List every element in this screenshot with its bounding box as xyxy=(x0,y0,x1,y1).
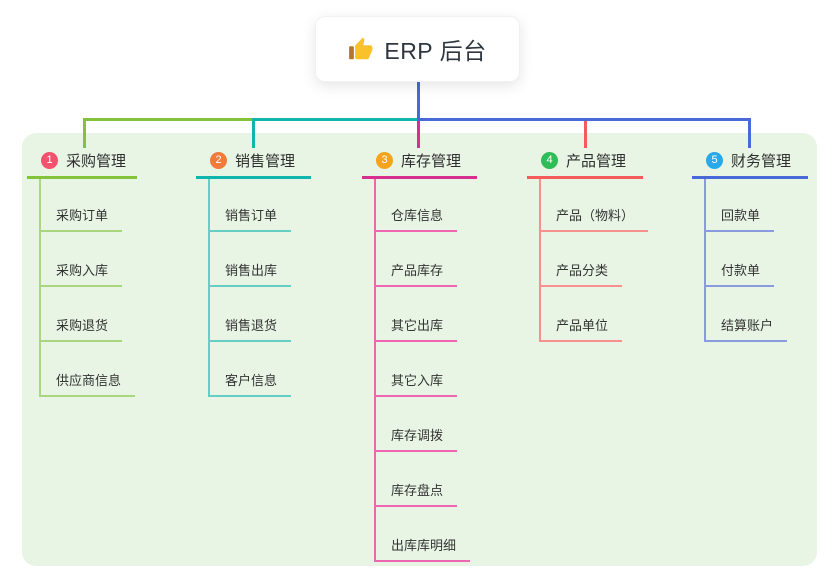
branch-product: 4 产品管理 产品（物料） 产品分类 产品单位 xyxy=(527,144,649,342)
branch-number-badge: 2 xyxy=(210,151,227,169)
branch-children: 回款单 付款单 结算账户 xyxy=(704,179,808,342)
branch-heading-product[interactable]: 4 产品管理 xyxy=(527,144,643,179)
child-node[interactable]: 销售退货 xyxy=(210,287,292,342)
branch-label: 采购管理 xyxy=(66,152,127,170)
branch-children: 销售订单 销售出库 销售退货 客户信息 xyxy=(208,179,311,397)
branch-label: 财务管理 xyxy=(731,152,792,170)
connector-root-line xyxy=(417,82,420,119)
child-node[interactable]: 销售出库 xyxy=(210,232,292,287)
connector-drop-sales xyxy=(252,119,255,148)
child-node[interactable]: 出库库明细 xyxy=(376,507,471,562)
branch-number-badge: 5 xyxy=(706,151,723,169)
child-node[interactable]: 采购退货 xyxy=(41,287,123,342)
connector-rail-right-blue xyxy=(417,118,751,121)
branch-finance: 5 财务管理 回款单 付款单 结算账户 xyxy=(692,144,808,342)
child-node[interactable]: 供应商信息 xyxy=(41,342,136,397)
branch-heading-inventory[interactable]: 3 库存管理 xyxy=(362,144,477,179)
child-node[interactable]: 采购入库 xyxy=(41,232,123,287)
branch-inventory: 3 库存管理 仓库信息 产品库存 其它出库 其它入库 库存调拨 库存盘点 出库库… xyxy=(362,144,477,562)
branch-label: 产品管理 xyxy=(566,152,627,170)
branch-children: 产品（物料） 产品分类 产品单位 xyxy=(539,179,649,342)
child-node[interactable]: 产品库存 xyxy=(376,232,458,287)
branches-panel xyxy=(22,133,817,566)
child-node[interactable]: 仓库信息 xyxy=(376,179,458,232)
connector-drop-purchase xyxy=(83,119,86,148)
child-node[interactable]: 回款单 xyxy=(706,179,775,232)
child-node[interactable]: 库存调拨 xyxy=(376,397,458,452)
child-node[interactable]: 其它出库 xyxy=(376,287,458,342)
child-node[interactable]: 产品分类 xyxy=(541,232,623,287)
child-node[interactable]: 结算账户 xyxy=(706,287,788,342)
branch-heading-sales[interactable]: 2 销售管理 xyxy=(196,144,311,179)
branch-heading-finance[interactable]: 5 财务管理 xyxy=(692,144,808,179)
connector-drop-inventory xyxy=(417,119,420,148)
child-node[interactable]: 客户信息 xyxy=(210,342,292,397)
connector-rail-left-teal xyxy=(252,118,419,121)
branch-label: 销售管理 xyxy=(235,152,296,170)
root-label: ERP 后台 xyxy=(384,38,487,64)
branch-number-badge: 3 xyxy=(376,151,393,169)
child-node[interactable]: 销售订单 xyxy=(210,179,292,232)
thumbs-up-icon xyxy=(349,37,373,60)
child-node[interactable]: 产品（物料） xyxy=(541,179,649,232)
child-node[interactable]: 产品单位 xyxy=(541,287,623,342)
child-node[interactable]: 库存盘点 xyxy=(376,452,458,507)
branch-purchase: 1 采购管理 采购订单 采购入库 采购退货 供应商信息 xyxy=(27,144,137,397)
connector-drop-product xyxy=(584,119,587,148)
branch-children: 采购订单 采购入库 采购退货 供应商信息 xyxy=(39,179,137,397)
child-node[interactable]: 采购订单 xyxy=(41,179,123,232)
branch-heading-purchase[interactable]: 1 采购管理 xyxy=(27,144,137,179)
connector-drop-finance xyxy=(748,119,751,148)
root-node[interactable]: ERP 后台 xyxy=(315,16,520,82)
branch-children: 仓库信息 产品库存 其它出库 其它入库 库存调拨 库存盘点 出库库明细 xyxy=(374,179,477,562)
branch-label: 库存管理 xyxy=(401,152,462,170)
branch-number-badge: 4 xyxy=(541,151,558,169)
branch-sales: 2 销售管理 销售订单 销售出库 销售退货 客户信息 xyxy=(196,144,311,397)
branch-number-badge: 1 xyxy=(41,151,58,169)
child-node[interactable]: 其它入库 xyxy=(376,342,458,397)
connector-rail-left-green xyxy=(83,118,419,121)
child-node[interactable]: 付款单 xyxy=(706,232,775,287)
